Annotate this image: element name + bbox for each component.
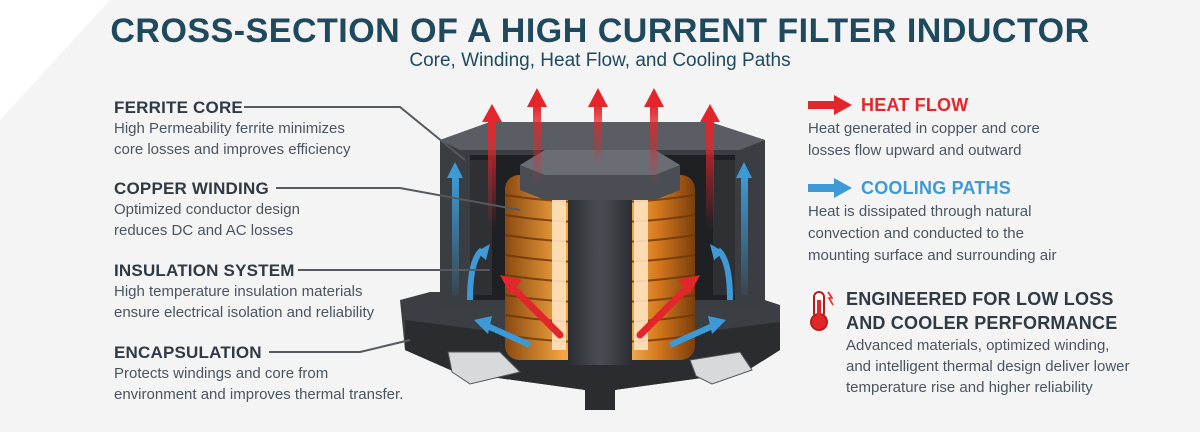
callout-line: ensure electrical isolation and reliabil… bbox=[114, 304, 375, 321]
callout-line: Protects windings and core from bbox=[114, 365, 329, 382]
legend-cooling-text: Heat is dissipated through natural conve… bbox=[808, 201, 1056, 267]
callout-heading: INSULATION SYSTEM bbox=[114, 261, 295, 280]
engineered-heading: ENGINEERED FOR LOW LOSS bbox=[846, 289, 1114, 309]
legend-heat-flow: HEAT FLOW bbox=[861, 95, 968, 116]
cooling-arrows bbox=[447, 162, 752, 348]
heat-arrows-up bbox=[482, 88, 720, 230]
legend-line: Heat generated in copper and core bbox=[808, 120, 1040, 137]
legend-cooling-paths: COOLING PATHS bbox=[861, 178, 1011, 199]
callout-line: reduces DC and AC losses bbox=[114, 222, 294, 239]
callout-line: High temperature insulation materials bbox=[114, 283, 363, 300]
callout-heading: ENCAPSULATION bbox=[114, 343, 262, 362]
engineered-line: Advanced materials, optimized winding, bbox=[846, 337, 1110, 354]
callout-encapsulation: ENCAPSULATION Protects windings and core… bbox=[114, 343, 403, 405]
terminal-right bbox=[689, 351, 753, 385]
callout-heading: COPPER WINDING bbox=[114, 179, 269, 198]
callout-line: environment and improves thermal transfe… bbox=[114, 386, 404, 403]
legend-line: convection and conducted to the bbox=[808, 225, 1024, 242]
engineered-line: and intelligent thermal design deliver l… bbox=[846, 358, 1130, 375]
terminal-left bbox=[447, 351, 521, 385]
engineered-heading: AND COOLER PERFORMANCE bbox=[846, 313, 1118, 333]
leader-lines bbox=[244, 106, 521, 353]
callout-line: core losses and improves efficiency bbox=[114, 141, 351, 158]
engineered-block: ENGINEERED FOR LOW LOSS AND COOLER PERFO… bbox=[846, 287, 1130, 398]
legend-heat-flow-text: Heat generated in copper and core losses… bbox=[808, 118, 1040, 162]
heat-flow-arrow-icon bbox=[808, 95, 852, 115]
cooling-arrow-icon bbox=[808, 178, 852, 198]
callout-ferrite-core: FERRITE CORE High Permeability ferrite m… bbox=[114, 98, 351, 160]
heat-arrows-diagonal bbox=[506, 281, 694, 339]
callout-copper-winding: COPPER WINDING Optimized conductor desig… bbox=[114, 179, 300, 241]
callout-heading: FERRITE CORE bbox=[114, 98, 243, 117]
page-subtitle: Core, Winding, Heat Flow, and Cooling Pa… bbox=[409, 50, 791, 71]
legend-line: mounting surface and surrounding air bbox=[808, 247, 1057, 264]
legend-line: Heat is dissipated through natural bbox=[808, 203, 1032, 220]
legend-heading: COOLING PATHS bbox=[861, 178, 1011, 198]
page-title: CROSS-SECTION OF A HIGH CURRENT FILTER I… bbox=[110, 12, 1090, 50]
callout-line: High Permeability ferrite minimizes bbox=[114, 120, 345, 137]
callout-insulation-system: INSULATION SYSTEM High temperature insul… bbox=[114, 261, 374, 323]
legend-line: losses flow upward and outward bbox=[808, 142, 1022, 159]
engineered-line: temperature rise and higher reliability bbox=[846, 379, 1093, 396]
thermometer-icon bbox=[810, 291, 834, 331]
legend-heading: HEAT FLOW bbox=[861, 95, 969, 115]
callout-line: Optimized conductor design bbox=[114, 201, 300, 218]
ferrite-core-post bbox=[568, 195, 632, 365]
